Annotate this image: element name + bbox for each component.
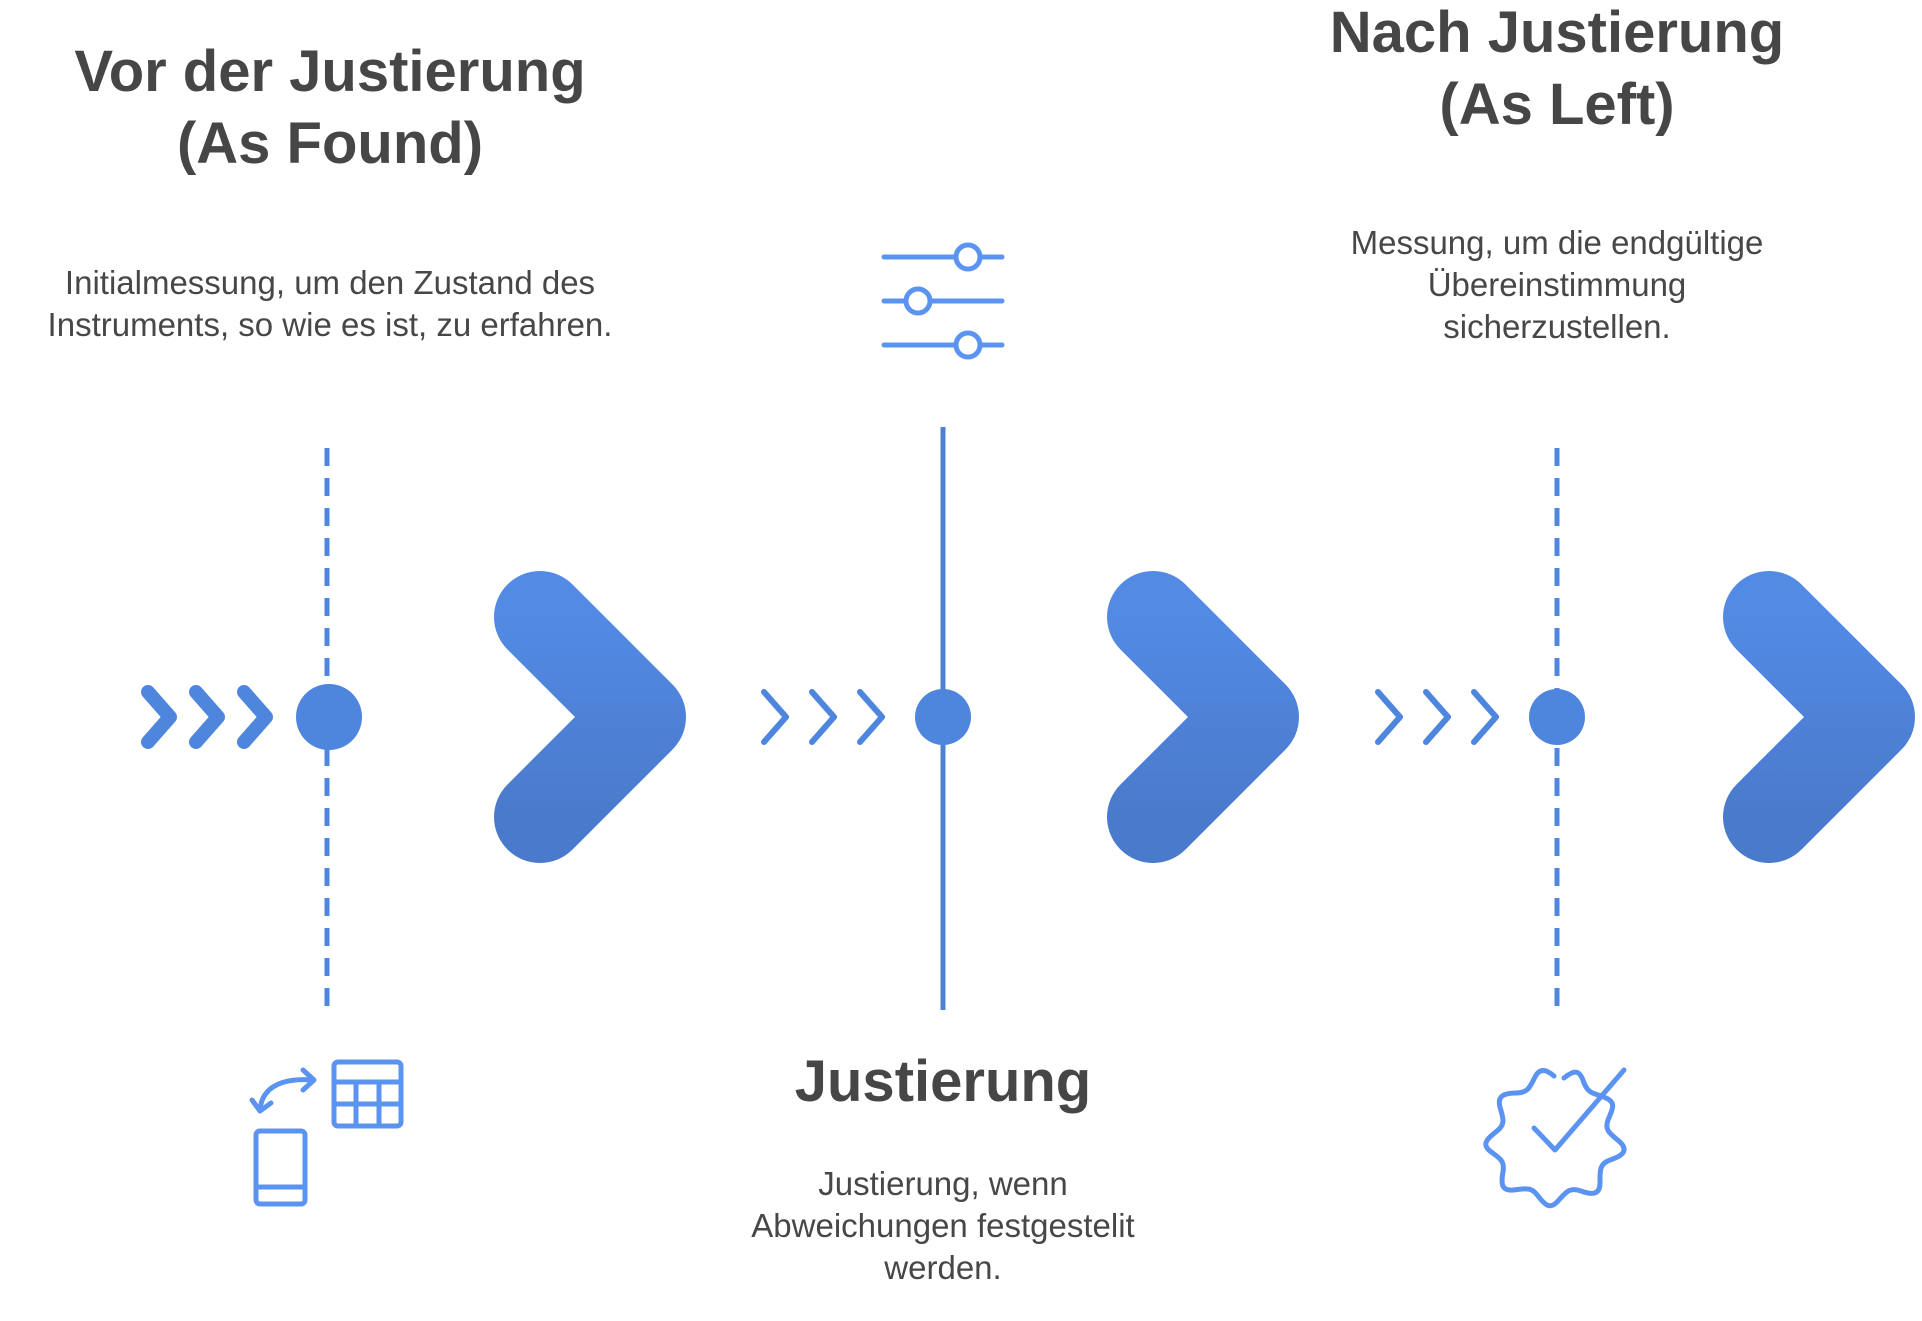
- stage1-node: [296, 684, 362, 750]
- stage3-title-line2: (As Left): [1439, 72, 1675, 137]
- stage1-title: Vor der Justierung (As Found): [20, 36, 640, 180]
- stage1-title-line2: (As Found): [176, 111, 484, 176]
- stage3-desc-line3: sicherzustellen.: [1443, 308, 1671, 345]
- stage2-description: Justierung, wenn Abweichungen festgestel…: [643, 1163, 1243, 1289]
- stage2-title: Justierung: [643, 1046, 1243, 1118]
- stage2-desc-line3: werden.: [884, 1249, 1002, 1286]
- stage1-chevrons: [141, 685, 273, 749]
- stage2-node: [915, 689, 971, 745]
- stage1-title-line1: Vor der Justierung: [74, 39, 586, 104]
- stage3-desc-line2: Übereinstimmung: [1427, 266, 1687, 303]
- stage2-desc-line2: Abweichungen festgestelit: [751, 1207, 1135, 1244]
- stage2-chevrons: [761, 689, 885, 745]
- stage2-arrow: [996, 571, 1299, 863]
- stage3-title-line1: Nach Justierung: [1329, 0, 1785, 65]
- stage3-description: Messung, um die endgültige Übereinstimmu…: [1257, 222, 1857, 348]
- sliders-icon: [881, 242, 1005, 360]
- stage3-desc-line1: Messung, um die endgültige: [1350, 224, 1764, 261]
- stage1-desc-line2: Instruments, so wie es ist, zu erfahren.: [47, 306, 613, 343]
- stage3-chevrons: [1375, 689, 1499, 745]
- stage1-desc-line1: Initialmessung, um den Zustand des: [64, 264, 596, 301]
- stage1-description: Initialmessung, um den Zustand des Instr…: [10, 262, 650, 346]
- phone-table-sync-icon: [249, 1059, 404, 1207]
- stage3-arrow: [1612, 571, 1915, 863]
- stage3-title: Nach Justierung (As Left): [1257, 0, 1857, 141]
- verified-badge-icon: [1483, 1067, 1627, 1209]
- stage2-desc-line1: Justierung, wenn: [818, 1165, 1068, 1202]
- stage2-title-line1: Justierung: [794, 1049, 1092, 1114]
- stage3-node: [1529, 689, 1585, 745]
- stage1-arrow: [366, 571, 686, 863]
